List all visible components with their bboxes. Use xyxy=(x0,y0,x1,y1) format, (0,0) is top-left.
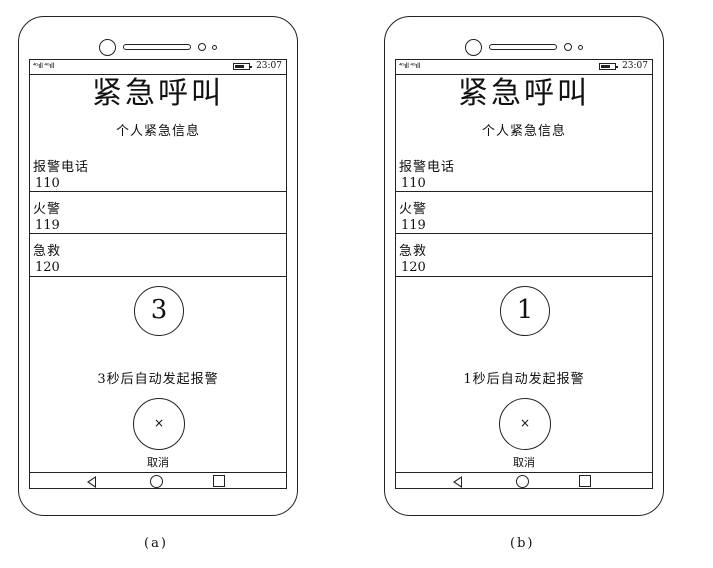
countdown-number: 3 xyxy=(134,286,184,336)
contact-number-ambulance[interactable]: 120 xyxy=(401,260,426,275)
status-bar: ⁴ᴳıll ⁴ᴳıll 23:07 xyxy=(396,60,652,75)
home-circle-icon[interactable] xyxy=(150,475,163,488)
sensor-small-icon xyxy=(578,44,583,50)
contact-number-police[interactable]: 110 xyxy=(35,176,60,191)
contact-label-ambulance: 急救 xyxy=(399,244,428,259)
divider xyxy=(396,191,652,192)
signal-icon: ⁴ᴳıll ⁴ᴳıll xyxy=(33,62,54,70)
speaker-grille xyxy=(123,44,191,50)
countdown-number: 1 xyxy=(500,286,550,336)
contact-number-fire[interactable]: 119 xyxy=(35,218,60,233)
speaker-grille xyxy=(489,44,557,50)
figure-caption-a: (a) xyxy=(144,536,168,551)
recent-square-icon[interactable] xyxy=(213,475,225,487)
emergency-call-screen: ⁴ᴳıll ⁴ᴳıll 23:07 紧急呼叫 个人紧急信息 报警电话 110 火… xyxy=(395,59,653,489)
navigation-bar xyxy=(30,472,286,488)
front-camera-icon xyxy=(99,39,116,56)
countdown-message: 1秒后自动发起报警 xyxy=(463,372,585,387)
countdown-message: 3秒后自动发起报警 xyxy=(97,372,219,387)
phone-frame-b: ⁴ᴳıll ⁴ᴳıll 23:07 紧急呼叫 个人紧急信息 报警电话 110 火… xyxy=(384,16,664,516)
cancel-label: 取消 xyxy=(513,456,535,469)
emergency-call-screen: ⁴ᴳıll ⁴ᴳıll 23:07 紧急呼叫 个人紧急信息 报警电话 110 火… xyxy=(29,59,287,489)
contact-label-police: 报警电话 xyxy=(399,160,456,175)
status-time: 23:07 xyxy=(622,61,648,71)
personal-emergency-info-link[interactable]: 个人紧急信息 xyxy=(115,124,200,139)
recent-square-icon[interactable] xyxy=(579,475,591,487)
sensor-small-icon xyxy=(212,44,217,50)
sensor-icon xyxy=(198,43,206,51)
divider xyxy=(396,276,652,277)
contact-number-fire[interactable]: 119 xyxy=(401,218,426,233)
contact-label-fire: 火警 xyxy=(33,202,62,217)
status-time: 23:07 xyxy=(256,61,282,71)
battery-icon xyxy=(233,63,252,70)
signal-icon: ⁴ᴳıll ⁴ᴳıll xyxy=(399,62,420,70)
divider xyxy=(396,233,652,234)
personal-emergency-info-link[interactable]: 个人紧急信息 xyxy=(481,124,566,139)
sensor-icon xyxy=(564,43,572,51)
divider xyxy=(30,276,286,277)
cancel-label: 取消 xyxy=(147,456,169,469)
phone-frame-a: ⁴ᴳıll ⁴ᴳıll 23:07 紧急呼叫 个人紧急信息 报警电话 110 火… xyxy=(18,16,298,516)
status-bar: ⁴ᴳıll ⁴ᴳıll 23:07 xyxy=(30,60,286,75)
back-triangle-icon[interactable] xyxy=(87,476,96,488)
contact-label-police: 报警电话 xyxy=(33,160,90,175)
figure-caption-b: (b) xyxy=(510,536,535,551)
contact-number-police[interactable]: 110 xyxy=(401,176,426,191)
front-camera-icon xyxy=(465,39,482,56)
contact-number-ambulance[interactable]: 120 xyxy=(35,260,60,275)
page-title: 紧急呼叫 xyxy=(458,76,590,111)
battery-icon xyxy=(599,63,618,70)
cancel-button[interactable]: × xyxy=(133,398,185,450)
back-triangle-icon[interactable] xyxy=(453,476,462,488)
divider xyxy=(30,191,286,192)
page-title: 紧急呼叫 xyxy=(92,76,224,111)
cancel-button[interactable]: × xyxy=(499,398,551,450)
contact-label-fire: 火警 xyxy=(399,202,428,217)
navigation-bar xyxy=(396,472,652,488)
divider xyxy=(30,233,286,234)
home-circle-icon[interactable] xyxy=(516,475,529,488)
contact-label-ambulance: 急救 xyxy=(33,244,62,259)
